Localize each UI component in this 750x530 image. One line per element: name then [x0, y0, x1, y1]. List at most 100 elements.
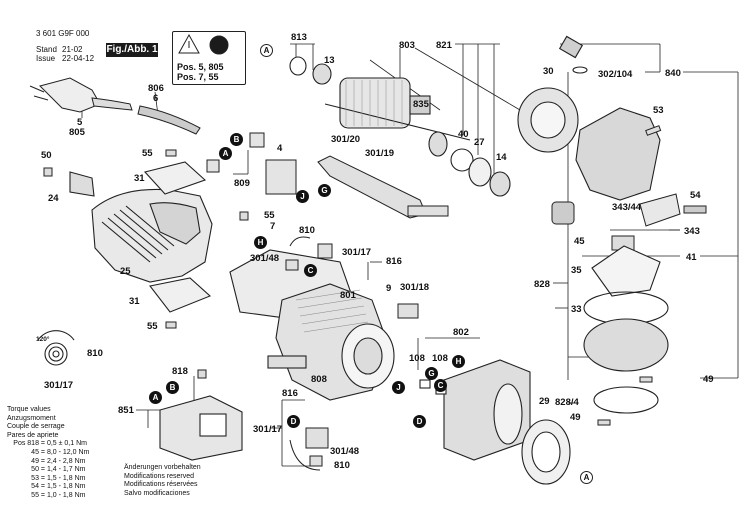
- callout-h: H: [452, 355, 465, 368]
- label-13: 13: [324, 55, 335, 66]
- torque-heading-es: Pares de apriete: [7, 431, 59, 439]
- callout-a: A: [219, 147, 232, 160]
- label-14: 14: [496, 152, 507, 163]
- label-810-b: 810: [87, 348, 103, 359]
- label-805: 805: [69, 127, 85, 138]
- torque-row: 49 = 2,4 - 2,8 Nm: [31, 457, 86, 465]
- label-31-a: 31: [134, 173, 145, 184]
- label-31-b: 31: [129, 296, 140, 307]
- label-809: 809: [234, 178, 250, 189]
- note-fr: Modifications réservées: [124, 481, 198, 489]
- callout-c: C: [434, 379, 447, 392]
- label-813: 813: [291, 32, 307, 43]
- issue-label: Issue: [36, 54, 56, 63]
- label-55-c: 55: [147, 321, 158, 332]
- callout-j: J: [296, 190, 309, 203]
- label-801: 801: [340, 290, 356, 301]
- torque-row: 45 = 8,0 - 12,0 Nm: [31, 448, 90, 456]
- label-24: 24: [48, 193, 59, 204]
- warning-line-1: Pos. 5, 805: [177, 62, 224, 72]
- label-818: 818: [172, 366, 188, 377]
- part-number: 3 601 G9F 000: [36, 29, 90, 38]
- label-302-104: 302/104: [598, 69, 633, 80]
- callout-b: B: [230, 133, 243, 146]
- modification-notes: Änderungen vorbehalten Modifications res…: [124, 464, 201, 498]
- label-808: 808: [311, 374, 327, 385]
- label-35: 35: [571, 265, 582, 276]
- label-55-a: 55: [142, 148, 153, 159]
- callout-a: A: [260, 44, 273, 57]
- callout-d: D: [413, 415, 426, 428]
- torque-heading-fr: Couple de serrage: [7, 423, 65, 431]
- label-108-a: 108: [409, 353, 425, 364]
- label-821: 821: [436, 40, 452, 51]
- note-de: Änderungen vorbehalten: [124, 464, 201, 471]
- warning-box: Pos. 5, 805 Pos. 7, 55: [172, 31, 246, 85]
- callout-g: G: [425, 367, 438, 380]
- label-301-17-c: 301/17: [253, 424, 283, 435]
- callout-a: A: [149, 391, 162, 404]
- label-802: 802: [453, 327, 469, 338]
- torque-row: 54 = 1,5 - 1,8 Nm: [31, 483, 86, 491]
- callout-h: H: [254, 236, 267, 249]
- issue-date: 22-04-12: [62, 54, 95, 63]
- callout-b: B: [166, 381, 179, 394]
- label-840: 840: [665, 68, 681, 79]
- label-6: 6: [153, 93, 159, 104]
- label-55-b: 55: [264, 210, 275, 221]
- label-828: 828: [534, 279, 550, 290]
- figure-badge: Fig./Abb. 1: [106, 43, 158, 57]
- callout-a: A: [580, 471, 593, 484]
- label-851: 851: [118, 405, 134, 416]
- label-49-a: 49: [703, 374, 714, 385]
- label-301-18: 301/18: [400, 282, 430, 293]
- callout-d: D: [287, 415, 300, 428]
- torque-row: 53 = 1,5 - 1,8 Nm: [31, 474, 86, 482]
- label-54: 54: [690, 190, 701, 201]
- label-343-44: 343/44: [612, 202, 642, 213]
- torque-values: Torque values Anzugsmoment Couple de ser…: [7, 406, 89, 501]
- label-40: 40: [458, 129, 469, 140]
- label-30: 30: [543, 66, 554, 77]
- label-806: 806: [148, 83, 164, 94]
- label-120-deg: 120°: [36, 336, 50, 343]
- label-45: 45: [574, 236, 585, 247]
- label-343: 343: [684, 226, 700, 237]
- label-301-48-b: 301/48: [330, 446, 360, 457]
- warning-line-2: Pos. 7, 55: [177, 72, 219, 82]
- label-29: 29: [539, 396, 550, 407]
- label-301-17-a: 301/17: [342, 247, 372, 258]
- label-301-20: 301/20: [331, 134, 361, 145]
- note-en: Modifications reserved: [124, 472, 195, 480]
- callout-c: C: [304, 264, 317, 277]
- torque-row: Pos 818 = 0,5 ± 0,1 Nm: [13, 440, 87, 448]
- label-803: 803: [399, 40, 415, 51]
- label-5: 5: [77, 117, 83, 128]
- label-27: 27: [474, 137, 485, 148]
- label-4: 4: [277, 143, 283, 154]
- callout-g: G: [318, 184, 331, 197]
- label-301-17-b: 301/17: [44, 380, 74, 391]
- label-41: 41: [686, 252, 697, 263]
- label-7: 7: [270, 221, 276, 232]
- label-301-19: 301/19: [365, 148, 395, 159]
- label-9: 9: [386, 283, 392, 294]
- label-828-4: 828/4: [555, 397, 579, 408]
- label-108-b: 108: [432, 353, 448, 364]
- stand-date: 21-02: [62, 45, 83, 54]
- label-835: 835: [413, 99, 429, 110]
- stand-label: Stand: [36, 45, 57, 54]
- torque-row: 55 = 1,0 - 1,8 Nm: [31, 491, 86, 499]
- label-49-b: 49: [570, 412, 581, 423]
- label-25: 25: [120, 266, 131, 277]
- label-53: 53: [653, 105, 664, 116]
- label-810-c: 810: [334, 460, 350, 471]
- label-301-48-a: 301/48: [250, 253, 280, 264]
- torque-heading-de: Anzugsmoment: [7, 414, 56, 422]
- torque-heading-en: Torque values: [7, 406, 51, 413]
- label-810-a: 810: [299, 225, 315, 236]
- callout-j: J: [392, 381, 405, 394]
- label-816-b: 816: [282, 388, 298, 399]
